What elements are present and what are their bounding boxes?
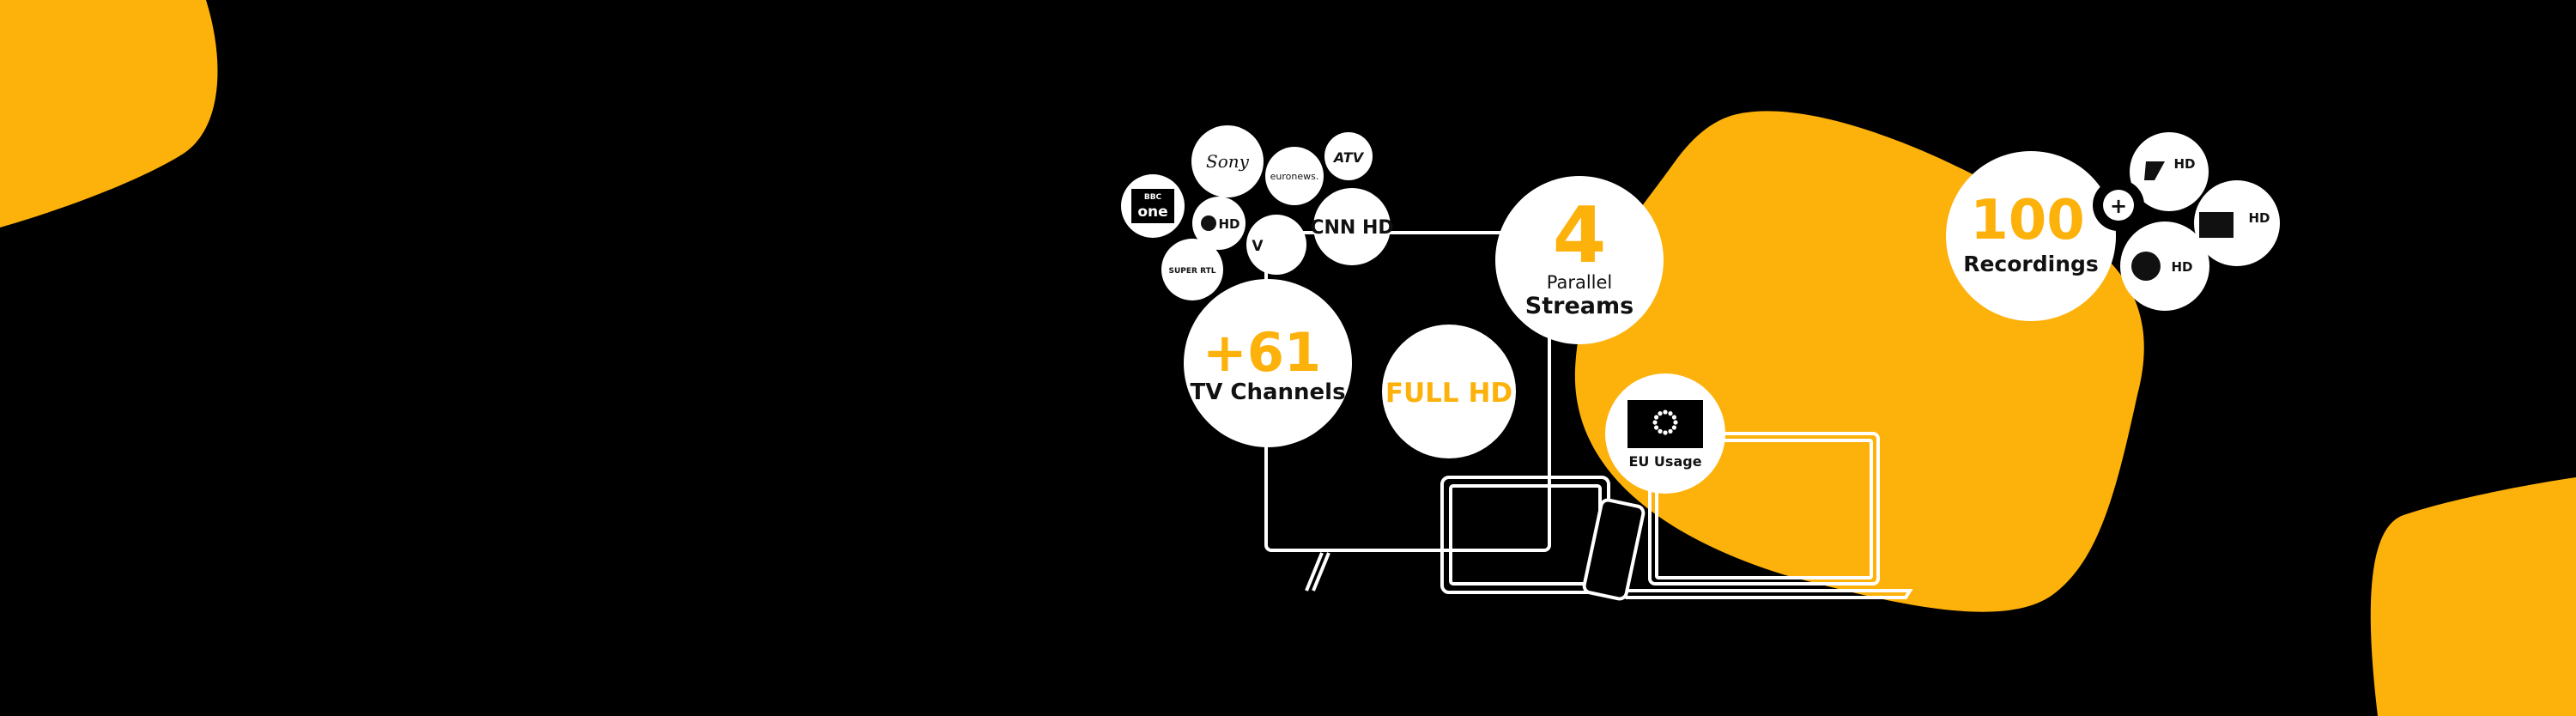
channel-bubble-vox: V <box>1246 215 1306 275</box>
svg-text:HD: HD <box>1218 216 1240 232</box>
tablet-outline <box>1440 476 1610 594</box>
svg-text:CNN HD: CNN HD <box>1310 217 1393 239</box>
channel-bubble-sat1-hd: HD <box>2120 221 2209 311</box>
svg-text:Streams: Streams <box>1525 293 1633 319</box>
svg-text:V: V <box>1252 238 1264 255</box>
feature-quality: FULL HD <box>1382 325 1516 458</box>
svg-text:+61: +61 <box>1203 321 1321 384</box>
svg-text:100: 100 <box>1970 189 2085 252</box>
feature-eu-usage: EU Usage <box>1605 373 1725 494</box>
svg-text:ATV: ATV <box>1332 149 1365 166</box>
plus-icon: + <box>2093 179 2144 231</box>
feature-streams: 4 Parallel Streams <box>1495 176 1664 344</box>
channel-bubble-sony-tv: Sony <box>1191 125 1264 197</box>
feature-channels: +61 TV Channels <box>1184 279 1352 447</box>
phone-outline <box>1582 498 1646 601</box>
svg-text:HD: HD <box>2248 210 2270 226</box>
channel-bubble-euronews: euronews. <box>1265 147 1324 205</box>
svg-text:EU Usage: EU Usage <box>1628 453 1701 470</box>
channel-bubble-das-erste-hd: HD <box>1192 197 1246 250</box>
channel-bubble-atv: ATV <box>1324 132 1373 180</box>
corner-blob-bottom-right <box>2370 477 2576 716</box>
svg-text:euronews.: euronews. <box>1270 171 1319 182</box>
svg-text:TV Channels: TV Channels <box>1190 379 1345 405</box>
svg-text:HD: HD <box>2171 259 2192 275</box>
svg-text:Sony: Sony <box>1206 151 1250 172</box>
channel-bubble-kabel-eins-hd: HD <box>2194 180 2280 266</box>
svg-text:HD: HD <box>2173 156 2195 172</box>
svg-text:SUPER RTL: SUPER RTL <box>1169 267 1216 276</box>
channel-bubble-pro7-hd: HD <box>2130 132 2209 211</box>
svg-text:FULL HD: FULL HD <box>1385 378 1512 409</box>
svg-text:one: one <box>1137 203 1167 221</box>
channel-bubble-super-rtl: SUPER RTL <box>1161 239 1223 300</box>
eu-flag-icon <box>1627 400 1703 448</box>
svg-text:Parallel: Parallel <box>1547 272 1613 293</box>
channel-bubble-cnn-hd: CNN HD <box>1310 188 1394 265</box>
svg-text:4: 4 <box>1553 191 1607 281</box>
svg-text:Recordings: Recordings <box>1963 252 2099 276</box>
svg-text:BBC: BBC <box>1144 193 1162 202</box>
feature-recordings: 100 Recordings <box>1946 151 2116 321</box>
svg-text:+: + <box>2110 194 2127 218</box>
corner-blob-top-left <box>0 0 218 228</box>
channel-bubble-bbc-one: BBC one <box>1121 174 1185 238</box>
